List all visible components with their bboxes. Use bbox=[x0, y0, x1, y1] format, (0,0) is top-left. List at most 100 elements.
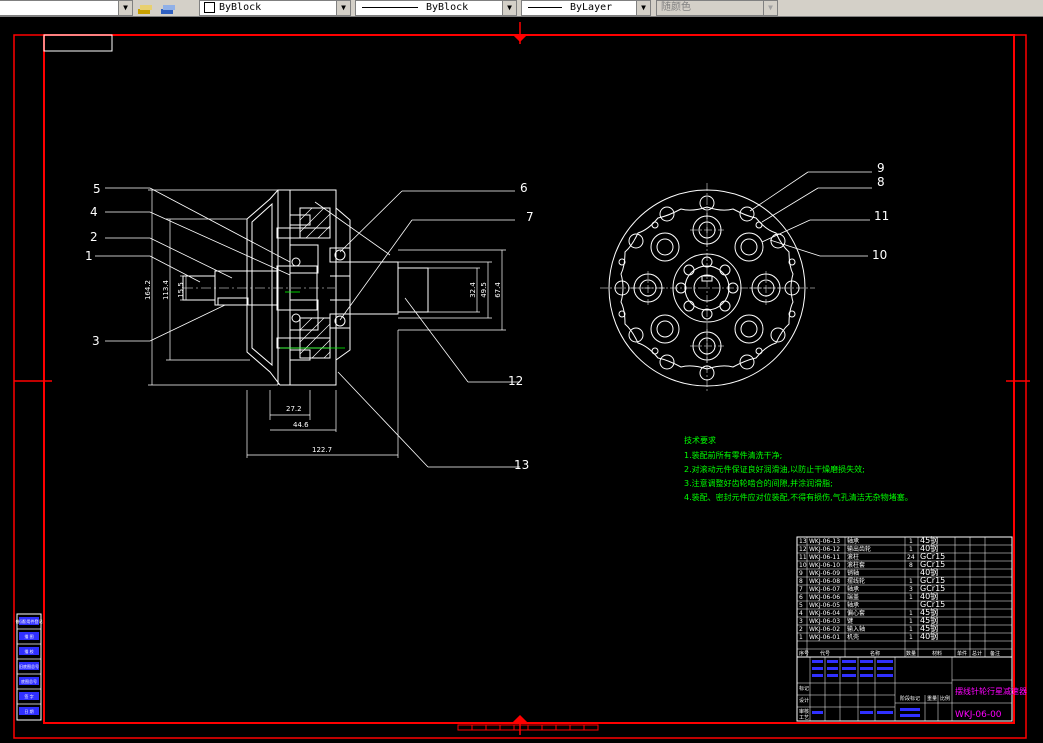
chevron-down-icon[interactable]: ▼ bbox=[636, 1, 650, 15]
linetype-control-value: ByBlock bbox=[426, 2, 469, 13]
title-block-label: 标记 bbox=[799, 685, 809, 692]
lineweight-preview bbox=[528, 6, 562, 8]
bom-name: 机壳 bbox=[847, 633, 859, 641]
bom-mat: GCr15 bbox=[920, 552, 945, 561]
dim-27-2: 27.2 bbox=[286, 405, 302, 413]
front-view-leaders bbox=[749, 171, 872, 257]
bom-code: WKJ-06-13 bbox=[809, 538, 840, 545]
part-label-11: 11 bbox=[874, 209, 889, 223]
part-label-5: 5 bbox=[93, 182, 101, 196]
title-block: 标记 设计 审核 工艺 阶段标记 重量 比例 摆线针轮行星减速器 WKJ-06-… bbox=[796, 656, 1027, 722]
front-view bbox=[600, 183, 815, 393]
bom-no: 11 bbox=[799, 554, 807, 561]
part-label-6: 6 bbox=[520, 181, 528, 195]
dim-67-4: 67.4 bbox=[494, 282, 502, 298]
bom-name: 摆线轮 bbox=[847, 577, 865, 585]
dim-49-5: 49.5 bbox=[480, 282, 488, 298]
chevron-down-icon[interactable]: ▼ bbox=[502, 1, 516, 15]
dim-32-4: 32.4 bbox=[469, 282, 477, 298]
tech-note-item: 4.装配、密封元件应对位装配,不得有损伤,气孔清洁无杂物堵塞。 bbox=[684, 492, 913, 502]
dim-122-7: 122.7 bbox=[312, 446, 332, 454]
bom-code: WKJ-06-03 bbox=[809, 618, 840, 625]
bom-mat: GCr15 bbox=[920, 560, 945, 569]
bom-code: WKJ-06-08 bbox=[809, 578, 840, 585]
part-label-3: 3 bbox=[92, 334, 100, 348]
left-strip-label: 描 图 bbox=[24, 633, 33, 639]
drawing-code-box bbox=[43, 34, 113, 52]
plotstyle-control: 随颜色 ▼ bbox=[656, 0, 778, 16]
bom-no: 6 bbox=[799, 594, 803, 601]
bom-mat: GCr15 bbox=[920, 576, 945, 585]
plotstyle-control-value: 随颜色 bbox=[661, 2, 691, 13]
title-block-small-label: 重量 bbox=[927, 695, 937, 702]
chevron-down-icon[interactable]: ▼ bbox=[118, 1, 132, 15]
bom-mat: 40钢 bbox=[920, 567, 938, 577]
bom-name: 输出齿轮 bbox=[847, 545, 871, 553]
drawing-name: 摆线针轮行星减速器 bbox=[955, 686, 1027, 696]
bom-header-total: 总计 bbox=[972, 650, 982, 657]
part-label-2: 2 bbox=[90, 230, 98, 244]
dim-164-2: 164.2 bbox=[144, 280, 152, 300]
layer-previous-icon[interactable] bbox=[160, 1, 176, 14]
drawing-number: WKJ-06-00 bbox=[955, 710, 1002, 720]
bom-mat: GCr15 bbox=[920, 584, 945, 593]
bom-name: 偏心套 bbox=[847, 609, 865, 617]
bom-no: 7 bbox=[799, 586, 803, 593]
bom-header-no: 序号 bbox=[799, 650, 809, 657]
bom-header-qty: 数量 bbox=[906, 650, 916, 657]
part-label-7: 7 bbox=[526, 210, 534, 224]
title-block-small-label: 比例 bbox=[940, 695, 950, 702]
part-label-13: 13 bbox=[514, 458, 529, 472]
technical-requirements: 技术要求 1.装配前所有零件清洗干净; 2.对滚动元件保证良好润滑油,以防止干燥… bbox=[684, 435, 913, 502]
layer-states-icon[interactable] bbox=[137, 1, 153, 14]
tech-note-item: 3.注意调整好齿轮啮合的间隙,并涂润滑脂; bbox=[684, 478, 833, 488]
bom-qty: 24 bbox=[907, 554, 915, 561]
left-strip-label: 旧底图总号 bbox=[19, 663, 39, 669]
bom-name: 轴承 bbox=[847, 537, 859, 545]
bom-mat: 45钢 bbox=[920, 607, 938, 617]
title-block-label: 设计 bbox=[799, 697, 809, 704]
centering-marks bbox=[14, 22, 1030, 735]
linetype-control[interactable]: ByBlock ▼ bbox=[355, 0, 517, 16]
bom-no: 2 bbox=[799, 626, 803, 633]
bom-qty: 1 bbox=[909, 546, 913, 553]
bom-name: 端盖 bbox=[847, 593, 859, 601]
bom-name: 键 bbox=[847, 617, 853, 625]
bom-name: 滚柱套 bbox=[847, 561, 865, 569]
left-strip-label: 描 校 bbox=[24, 648, 33, 654]
bom-no: 9 bbox=[799, 570, 803, 577]
bom-name: 轴承 bbox=[847, 601, 859, 609]
title-block-small-label: 阶段标记 bbox=[900, 695, 920, 702]
bom-qty: 3 bbox=[909, 586, 913, 593]
dim-15-5: 15.5 bbox=[177, 282, 185, 298]
bom-qty: 1 bbox=[909, 594, 913, 601]
bom-code: WKJ-06-07 bbox=[809, 586, 840, 593]
layer-dropdown[interactable]: ▼ bbox=[0, 0, 133, 16]
left-strip-label: 日 期 bbox=[24, 708, 33, 714]
chevron-down-icon: ▼ bbox=[763, 1, 777, 15]
bom-no: 13 bbox=[799, 538, 807, 545]
chevron-down-icon[interactable]: ▼ bbox=[336, 1, 350, 15]
lineweight-control[interactable]: ByLayer ▼ bbox=[521, 0, 651, 16]
left-strip-label: 借(通)用件登记 bbox=[15, 618, 42, 624]
bom-name: 输入轴 bbox=[847, 625, 865, 633]
section-dimension-texts: 164.2 113.4 15.5 32.4 49.5 67.4 27.2 44.… bbox=[144, 279, 502, 454]
tech-notes-heading: 技术要求 bbox=[684, 435, 716, 445]
bom-code: WKJ-06-05 bbox=[809, 602, 840, 609]
color-control-value: ByBlock bbox=[219, 2, 262, 13]
bom-code: WKJ-06-02 bbox=[809, 626, 840, 633]
lineweight-control-value: ByLayer bbox=[570, 2, 613, 13]
bom-no: 1 bbox=[799, 634, 803, 641]
bill-of-materials: 13 WKJ-06-13 轴承 1 45钢 12 WKJ-06-12 输出齿轮 … bbox=[796, 535, 1013, 658]
dim-44-6: 44.6 bbox=[293, 421, 309, 429]
bom-code: WKJ-06-06 bbox=[809, 594, 840, 601]
color-control[interactable]: ByBlock ▼ bbox=[199, 0, 351, 16]
left-strip-label: 底图总号 bbox=[21, 678, 37, 684]
bom-no: 5 bbox=[799, 602, 803, 609]
tech-note-item: 1.装配前所有零件清洗干净; bbox=[684, 450, 782, 460]
bom-no: 12 bbox=[799, 546, 807, 553]
drawing-canvas[interactable]: 借(通)用件登记 描 图 描 校 旧底图总号 底图总号 签 字 日 期 bbox=[0, 17, 1043, 743]
bom-qty: 1 bbox=[909, 634, 913, 641]
bom-code: WKJ-06-01 bbox=[809, 634, 840, 641]
part-label-8: 8 bbox=[877, 175, 885, 189]
